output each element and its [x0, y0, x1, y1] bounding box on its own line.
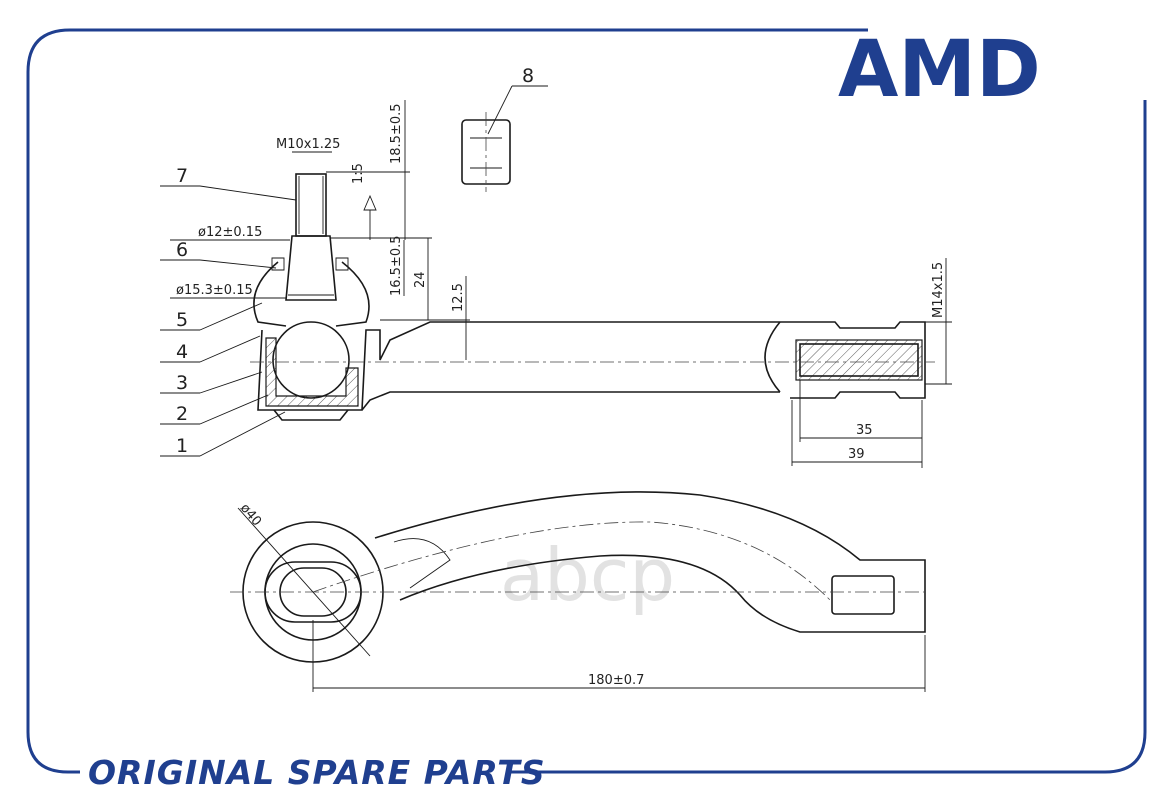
dim-dia-12: ø12±0.15	[198, 225, 262, 240]
dim-dia-40: ø40	[237, 501, 264, 529]
bottom-cap	[273, 409, 349, 421]
watermark-text: abcp	[500, 533, 675, 617]
dim-len-35: 35	[856, 423, 873, 438]
sectional-view	[250, 112, 935, 421]
dim-len-12: 12.5	[451, 283, 466, 312]
dim-total-length: 180±0.7	[588, 673, 644, 688]
tube-bore	[795, 339, 923, 381]
dimensions: M10x1.25 ø12±0.15 ø15.3±0.15 18.5±0.5 1:…	[170, 100, 952, 468]
callout-3: 3	[176, 372, 188, 394]
amd-logo: AMD	[838, 25, 1041, 115]
nut-part	[461, 112, 511, 192]
callout-5: 5	[176, 309, 188, 331]
callouts: 1 2 3 4 5 6 7 8	[160, 65, 548, 457]
housing	[257, 321, 780, 411]
dim-taper: 1:5	[351, 163, 366, 184]
plan-view: ø40 180±0.7	[230, 491, 926, 692]
dust-boot	[253, 261, 370, 327]
dim-dia-15: ø15.3±0.15	[176, 283, 253, 298]
arm-end-slot	[831, 575, 895, 615]
footer-brand-text: ORIGINAL SPARE PARTS	[88, 753, 546, 792]
callout-6: 6	[176, 239, 188, 261]
callout-2: 2	[176, 403, 188, 425]
logo-text: AMD	[838, 25, 1041, 115]
callout-4: 4	[176, 341, 188, 363]
frame-border	[26, 28, 1147, 774]
arm-outline	[374, 491, 926, 633]
tube-end	[764, 321, 926, 399]
callout-7: 7	[176, 165, 188, 187]
callout-1: 1	[176, 435, 188, 457]
bearing-seat	[265, 337, 359, 407]
ball-pin	[272, 321, 350, 399]
stud-thread	[295, 173, 327, 237]
dim-thread-tube: M14x1.5	[931, 262, 946, 318]
callout-8: 8	[522, 65, 534, 87]
dim-len-39: 39	[848, 447, 865, 462]
dim-thread-stud: M10x1.25	[276, 137, 340, 152]
dim-len-18: 18.5±0.5	[389, 103, 404, 164]
dim-len-24: 24	[413, 271, 428, 288]
stud-taper	[285, 235, 337, 301]
dim-len-16: 16.5±0.5	[389, 235, 404, 296]
